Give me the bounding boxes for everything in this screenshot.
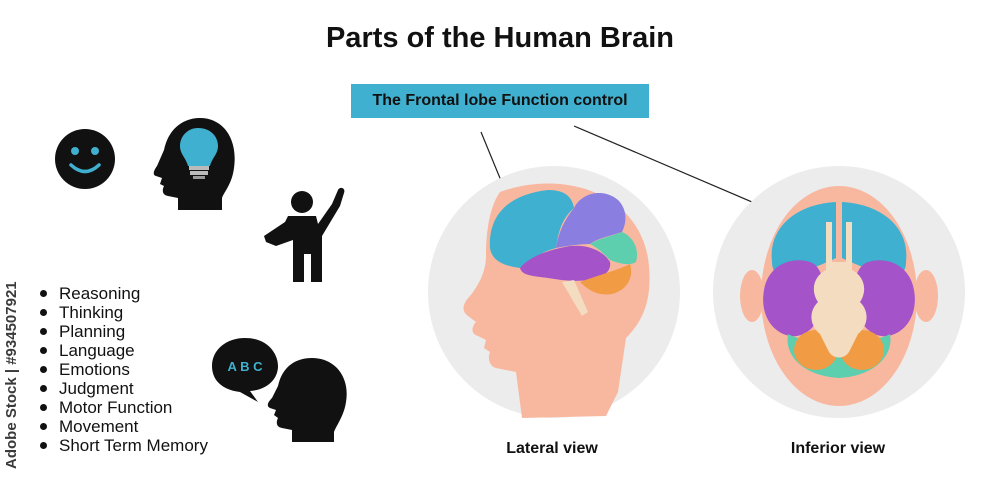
- bullet-dot: [40, 328, 47, 335]
- inferior-right-ear: [914, 270, 938, 322]
- list-item: Language: [40, 341, 208, 360]
- list-item-label: Movement: [59, 417, 139, 436]
- lateral-brainstem: [562, 280, 588, 316]
- head-lightbulb-icon: [153, 118, 235, 210]
- bullet-dot: [40, 366, 47, 373]
- list-item-label: Motor Function: [59, 398, 173, 417]
- list-item: Judgment: [40, 379, 208, 398]
- lateral-view-diagram: [428, 166, 680, 418]
- list-item: Planning: [40, 322, 208, 341]
- list-item-label: Emotions: [59, 360, 130, 379]
- bullet-dot: [40, 290, 47, 297]
- list-item: Emotions: [40, 360, 208, 379]
- list-item-label: Judgment: [59, 379, 134, 398]
- list-item-label: Short Term Memory: [59, 436, 208, 455]
- list-item: Motor Function: [40, 398, 208, 417]
- bullet-dot: [40, 404, 47, 411]
- list-item: Reasoning: [40, 284, 208, 303]
- lateral-parietal-lobe: [556, 193, 626, 248]
- inferior-temporal-lobe-left: [763, 260, 824, 337]
- list-item: Thinking: [40, 303, 208, 322]
- page-title: Parts of the Human Brain: [325, 22, 675, 54]
- inferior-brainstem: [811, 222, 867, 358]
- speech-bubble-text: A B C: [228, 359, 264, 374]
- lateral-view-label: Lateral view: [506, 440, 598, 457]
- list-item-label: Reasoning: [59, 284, 141, 303]
- list-item: Movement: [40, 417, 208, 436]
- smiley-face-icon: [55, 129, 115, 189]
- inferior-frontal-lobe-left: [771, 202, 836, 278]
- inferior-left-ear: [740, 270, 764, 322]
- list-item-label: Language: [59, 341, 135, 360]
- bullet-dot: [40, 442, 47, 449]
- frontal-lobe-callout: The Frontal lobe Function control: [351, 84, 649, 118]
- list-item-label: Planning: [59, 322, 126, 341]
- lateral-cerebellum: [580, 264, 632, 295]
- inferior-temporal-lobe-right: [854, 260, 915, 337]
- bullet-dot: [40, 423, 47, 430]
- bullet-dot: [40, 309, 47, 316]
- inferior-view-label: Inferior view: [790, 440, 886, 457]
- bullet-dot: [40, 385, 47, 392]
- head-speech-bubble-icon: A B C: [212, 338, 347, 442]
- lateral-temporal-lobe: [520, 245, 611, 281]
- inferior-view-diagram: [713, 166, 965, 418]
- person-waving-icon: [264, 187, 345, 282]
- bullet-dot: [40, 347, 47, 354]
- lateral-occipital-lobe: [590, 232, 638, 265]
- list-item: Short Term Memory: [40, 436, 208, 455]
- list-item-label: Thinking: [59, 303, 124, 322]
- frontal-lobe-functions-list: Reasoning Thinking Planning Language Emo…: [40, 284, 208, 455]
- lateral-frontal-lobe: [489, 190, 574, 268]
- inferior-frontal-lobe-right: [842, 202, 907, 278]
